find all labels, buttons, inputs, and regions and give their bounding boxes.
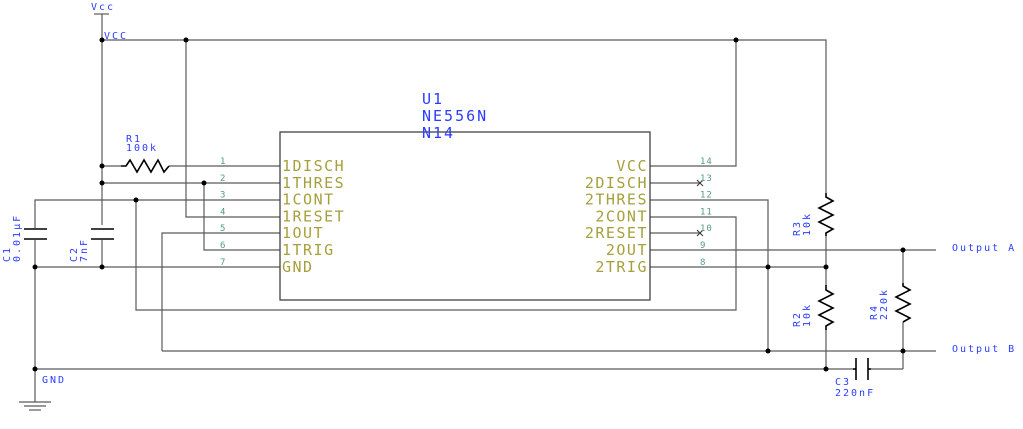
- pin-number: 3: [220, 191, 226, 201]
- c2-ref: C2: [69, 246, 80, 262]
- pin-name: 1DISCH: [282, 157, 345, 175]
- r1-value: 100k: [126, 143, 158, 154]
- resistor-r1[interactable]: R1 100k: [121, 134, 170, 174]
- output-b-label: Output B: [952, 344, 1016, 355]
- output-a-label: Output A: [952, 243, 1016, 254]
- capacitor-c2[interactable]: C2 7nF: [69, 228, 114, 262]
- c2-value: 7nF: [79, 238, 90, 262]
- r2-value: 10k: [802, 303, 813, 327]
- r3-value: 10k: [802, 212, 813, 236]
- pin-number: 5: [220, 224, 226, 234]
- ic-ref: U1: [422, 90, 444, 108]
- pin-name: 1TRIG: [282, 241, 335, 259]
- pin-number: 12: [700, 191, 713, 201]
- capacitor-c1[interactable]: C1 0.01µF: [2, 214, 47, 262]
- pin-number: 6: [220, 241, 226, 251]
- ic-part: NE556N: [422, 107, 488, 125]
- pin-name: VCC: [616, 157, 648, 175]
- pin-number: 9: [700, 241, 706, 251]
- wires: [34, 14, 936, 402]
- r2-ref: R2: [792, 311, 803, 327]
- resistor-r4[interactable]: R4 220k: [869, 283, 912, 323]
- vcc-power-symbol: Vcc: [91, 2, 115, 15]
- vcc-symbol-label: Vcc: [91, 2, 115, 13]
- gnd-net-label: GND: [42, 375, 66, 386]
- c1-ref: C1: [2, 246, 13, 262]
- pin-name: 1CONT: [282, 191, 335, 209]
- ground-symbol: [19, 401, 51, 411]
- pin-number: 10: [700, 224, 713, 234]
- r4-ref: R4: [869, 304, 880, 320]
- pin-name: 2TRIG: [595, 258, 648, 276]
- no-connect-marks: [696, 179, 704, 237]
- pin-name: 1THRES: [282, 174, 345, 192]
- pin-name: 1OUT: [282, 224, 324, 242]
- c3-value: 220nF: [835, 388, 875, 399]
- pin-name: GND: [282, 258, 314, 276]
- pin-name: 2DISCH: [585, 174, 648, 192]
- pin-number: 1: [220, 157, 226, 167]
- pin-number: 14: [700, 157, 713, 167]
- capacitor-c3[interactable]: C3 220nF: [835, 358, 875, 399]
- pin-name: 2RESET: [585, 224, 648, 242]
- pin-name: 2OUT: [606, 241, 648, 259]
- pin-number: 4: [220, 207, 226, 217]
- c3-ref: C3: [835, 377, 851, 388]
- pin-number: 13: [700, 174, 713, 184]
- ic-u1[interactable]: U1 NE556N N14 1DISCH 1 1THRES 2 1CONT 3 1RESET…: [220, 90, 713, 301]
- pin-name: 1RESET: [282, 207, 345, 225]
- pin-number: 7: [220, 258, 226, 268]
- vcc-net-label: VCC: [104, 31, 128, 42]
- pin-number: 2: [220, 174, 226, 184]
- c1-value: 0.01µF: [12, 214, 23, 262]
- pin-name: 2CONT: [595, 207, 648, 225]
- resistor-r3[interactable]: R3 10k: [792, 193, 835, 236]
- junction-dots: [32, 37, 906, 372]
- ic-package: N14: [422, 124, 455, 142]
- r3-ref: R3: [792, 220, 803, 236]
- r1-ref: R1: [126, 134, 142, 145]
- r4-value: 220k: [879, 288, 890, 320]
- resistor-r2[interactable]: R2 10k: [792, 285, 835, 330]
- pin-number: 8: [700, 258, 706, 268]
- pin-number: 11: [700, 207, 713, 217]
- pin-name: 2THRES: [585, 191, 648, 209]
